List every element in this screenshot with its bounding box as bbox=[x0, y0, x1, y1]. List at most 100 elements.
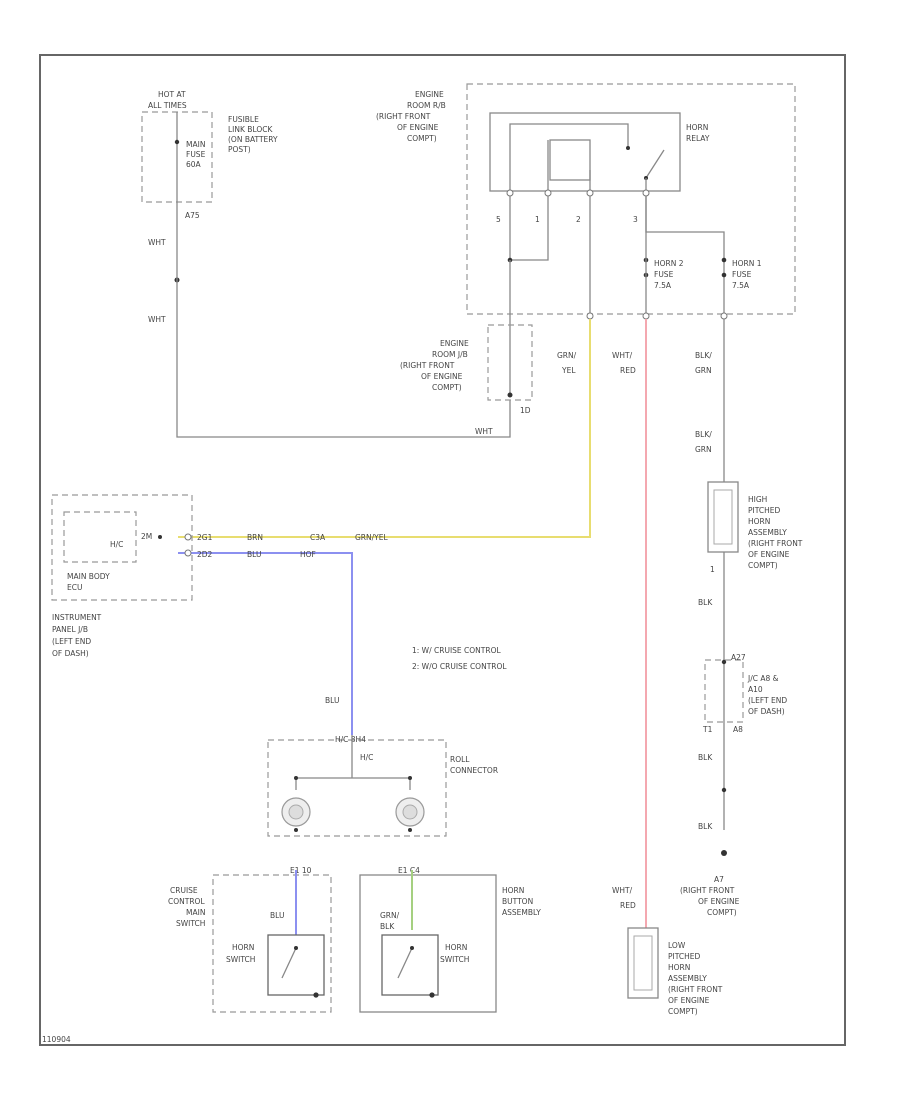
fusible-link-block: HOT AT ALL TIMES FUSIBLE LINK BLOCK (ON … bbox=[141, 90, 511, 438]
ip-pin-bottom: 2D2 bbox=[197, 550, 213, 559]
jb-label-5: COMPT) bbox=[432, 383, 462, 392]
wire-blk-3: BLK bbox=[698, 822, 713, 831]
main-body-label-2: ECU bbox=[67, 583, 82, 592]
low-pitched-horn: WHT/ RED LOW PITCHED HORN ASSEMBLY (RIGH… bbox=[612, 886, 723, 1016]
rb-label-1: ENGINE bbox=[415, 90, 444, 99]
horn-switch-label-1: HORN bbox=[445, 943, 467, 952]
low-horn-label-6: OF ENGINE bbox=[668, 996, 710, 1005]
jc-pin-top: A27 bbox=[731, 653, 746, 662]
wire-blk-1: BLK bbox=[698, 598, 713, 607]
rb-label-3: (RIGHT FRONT bbox=[376, 112, 431, 121]
fusible-link-label-2: LINK BLOCK bbox=[228, 125, 273, 134]
rb-label-5: COMPT) bbox=[407, 134, 437, 143]
ground-label-4: COMPT) bbox=[707, 908, 737, 917]
high-horn-label-2: PITCHED bbox=[748, 506, 780, 515]
wire-labels: GRN/ YEL WHT/ RED BLK/ GRN BLK/ GRN bbox=[557, 351, 712, 454]
fusible-terminal: A75 bbox=[185, 211, 200, 220]
high-horn-label-6: OF ENGINE bbox=[748, 550, 790, 559]
wire-blk-2: BLK bbox=[698, 753, 713, 762]
high-pitched-horn: HIGH PITCHED HORN ASSEMBLY (RIGHT FRONT … bbox=[698, 481, 803, 830]
jb-terminal: 1D bbox=[520, 406, 531, 415]
jc-pin-left: T1 bbox=[702, 725, 713, 734]
horn-relay-label-2: RELAY bbox=[686, 134, 710, 143]
jc-label-2: A10 bbox=[748, 685, 763, 694]
cruise-control-switch: E1 10 CRUISE CONTROL MAIN SWITCH BLU HOR… bbox=[168, 866, 332, 1013]
main-body-label-1: MAIN BODY bbox=[67, 572, 110, 581]
wire-blk-grn-1a: BLK/ bbox=[695, 351, 712, 360]
cruise-label-1: CRUISE bbox=[170, 886, 198, 895]
jc-label-3: (LEFT END bbox=[748, 696, 787, 705]
roll-pins: H/C 8H4 bbox=[335, 735, 366, 744]
cruise-switch-label-2: SWITCH bbox=[226, 955, 255, 964]
ip-pin-top: 2M bbox=[141, 532, 152, 541]
wire-blk-grn-1b: GRN bbox=[695, 366, 712, 375]
diagram-frame bbox=[39, 54, 846, 1046]
wire-blue bbox=[178, 552, 353, 735]
wire-grn-2b: BLK bbox=[380, 922, 395, 931]
relay-pin-5: 5 bbox=[496, 215, 501, 224]
ip-label-1: INSTRUMENT bbox=[52, 613, 102, 622]
ip-blu-3: HOF bbox=[300, 550, 316, 559]
ip-label-4: OF DASH) bbox=[52, 649, 89, 658]
wire-wht-2: WHT bbox=[148, 315, 166, 324]
junction-connector: A27 J/C A8 & A10 (LEFT END OF DASH) T1 A… bbox=[698, 653, 787, 831]
relay-pin-3: 3 bbox=[633, 215, 638, 224]
low-horn-label-3: HORN bbox=[668, 963, 690, 972]
jc-label-4: OF DASH) bbox=[748, 707, 785, 716]
hot-label-1: HOT AT bbox=[158, 90, 186, 99]
ip-yel-3: C3A bbox=[310, 533, 326, 542]
cruise-pins: E1 10 bbox=[290, 866, 312, 875]
jc-label-1: J/C A8 & bbox=[747, 674, 779, 683]
ground-label-2: (RIGHT FRONT bbox=[680, 886, 735, 895]
horn-button-pins: E1 C4 bbox=[398, 866, 420, 875]
ip-yel-4: GRN/YEL bbox=[355, 533, 388, 542]
horn-switch-label-2: SWITCH bbox=[440, 955, 469, 964]
horn-button-assembly: E1 C4 HORN BUTTON ASSEMBLY GRN/ BLK HORN… bbox=[359, 866, 541, 1013]
horn-button-label-3: ASSEMBLY bbox=[502, 908, 541, 917]
main-fuse-label-1: MAIN bbox=[186, 140, 205, 149]
note-2: 2: W/O CRUISE CONTROL bbox=[412, 662, 507, 671]
instrument-panel-jb: H/C MAIN BODY ECU 2M 2D2 2G1 BRN C3A GRN… bbox=[51, 494, 388, 658]
wire-grn-yel-1: GRN/ bbox=[557, 351, 577, 360]
horn2-fuse-2: FUSE bbox=[654, 270, 674, 279]
horn1-fuse-3: 7.5A bbox=[732, 281, 750, 290]
horn1-fuse-2: FUSE bbox=[732, 270, 752, 279]
rb-label-4: OF ENGINE bbox=[397, 123, 439, 132]
main-fuse-label-2: FUSE bbox=[186, 150, 206, 159]
wire-blu-1: BLU bbox=[325, 696, 339, 705]
high-horn-label-3: HORN bbox=[748, 517, 770, 526]
engine-room-relay-block: ENGINE ROOM R/B (RIGHT FRONT OF ENGINE C… bbox=[376, 83, 796, 395]
main-body-hc: H/C bbox=[110, 540, 123, 549]
low-horn-label-2: PITCHED bbox=[668, 952, 700, 961]
horn2-fuse-3: 7.5A bbox=[654, 281, 672, 290]
horn2-fuse-1: HORN 2 bbox=[654, 259, 684, 268]
jb-label-3: (RIGHT FRONT bbox=[400, 361, 455, 370]
wire-wht-1: WHT bbox=[148, 238, 166, 247]
high-horn-label-7: COMPT) bbox=[748, 561, 778, 570]
fusible-link-label-4: POST) bbox=[228, 145, 251, 154]
rb-label-2: ROOM R/B bbox=[407, 101, 446, 110]
cruise-switch-label-1: HORN bbox=[232, 943, 254, 952]
fusible-link-label-3: (ON BATTERY bbox=[228, 135, 278, 144]
high-horn-label-5: (RIGHT FRONT bbox=[748, 539, 803, 548]
note-1: 1: W/ CRUISE CONTROL bbox=[412, 646, 501, 655]
wire-wht-red-2: RED bbox=[620, 366, 636, 375]
roll-sub: H/C bbox=[360, 753, 373, 762]
horn-button-label-1: HORN bbox=[502, 886, 524, 895]
ip-yel-1: 2G1 bbox=[197, 533, 213, 542]
high-horn-label-4: ASSEMBLY bbox=[748, 528, 787, 537]
fusible-link-label-1: FUSIBLE bbox=[228, 115, 259, 124]
ip-blu-2: BLU bbox=[247, 550, 261, 559]
relay-pin-1: 1 bbox=[535, 215, 540, 224]
jb-label-2: ROOM J/B bbox=[432, 350, 468, 359]
wire-blk-grn-2b: GRN bbox=[695, 445, 712, 454]
ip-label-2: PANEL J/B bbox=[52, 625, 88, 634]
wire-blu-2: BLU bbox=[270, 911, 284, 920]
high-horn-pin: 1 bbox=[710, 565, 715, 574]
horn-relay bbox=[489, 112, 681, 192]
ground-label-1: A7 bbox=[714, 875, 724, 884]
cruise-label-3: MAIN bbox=[186, 908, 205, 917]
ip-yel-2: BRN bbox=[247, 533, 263, 542]
wire-wht-red-low-1: WHT/ bbox=[612, 886, 633, 895]
